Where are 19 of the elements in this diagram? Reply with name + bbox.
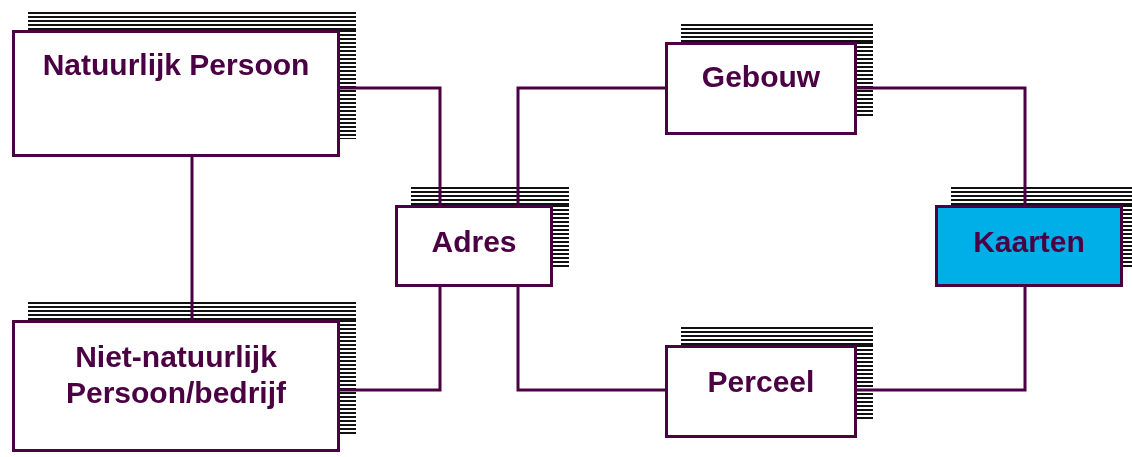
entity-box — [665, 345, 857, 438]
entity-name: Gebouw — [701, 59, 821, 95]
entity-box — [12, 320, 340, 452]
entity-box — [665, 42, 857, 135]
connector-line — [340, 287, 442, 392]
entity-name: Natuurlijk Persoon — [42, 47, 310, 83]
entity-box — [935, 205, 1123, 287]
entity-box — [395, 205, 553, 287]
entity-name: Perceel — [707, 364, 815, 400]
connector-line — [340, 86, 442, 205]
entity-name: Adres — [431, 224, 517, 260]
entity-name: Niet-natuurlijk Persoon/bedrijf — [64, 339, 287, 411]
connector-line — [190, 157, 194, 320]
connector-line — [516, 287, 665, 392]
connector-line — [516, 86, 665, 205]
connector-line — [857, 86, 1027, 205]
entity-name: Kaarten — [973, 224, 1085, 260]
entity-box — [12, 30, 340, 157]
connector-line — [857, 287, 1027, 392]
